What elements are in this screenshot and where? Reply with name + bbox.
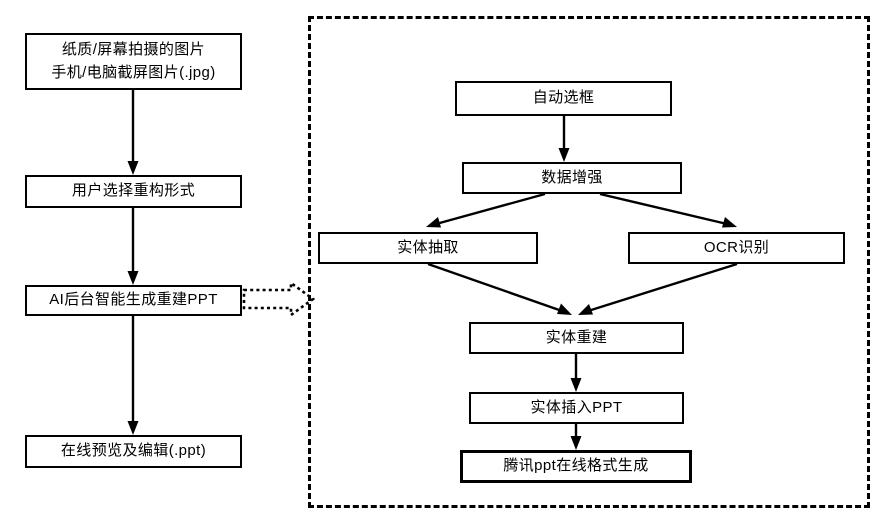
node-ocr-recognition[interactable]: OCR识别: [628, 232, 845, 264]
node-auto-box-selection[interactable]: 自动选框: [455, 81, 672, 116]
node-insert-entity-into-ppt[interactable]: 实体插入PPT: [469, 392, 684, 424]
node-online-preview-edit[interactable]: 在线预览及编辑(.ppt): [25, 435, 242, 468]
node-user-choose-format[interactable]: 用户选择重构形式: [25, 175, 242, 208]
node-entity-extraction[interactable]: 实体抽取: [318, 232, 538, 264]
node-data-augmentation[interactable]: 数据增强: [462, 162, 682, 194]
node-entity-reconstruction[interactable]: 实体重建: [469, 322, 684, 354]
dotted-link-arrow-icon: [242, 280, 316, 318]
ai-subprocess-panel: [308, 16, 870, 508]
node-tencent-doc-ppt-generation[interactable]: 腾讯ppt在线格式生成: [460, 450, 692, 483]
node-ai-generate-ppt[interactable]: AI后台智能生成重建PPT: [25, 285, 242, 316]
node-input-image[interactable]: 纸质/屏幕拍摄的图片 手机/电脑截屏图片(.jpg): [25, 33, 242, 90]
